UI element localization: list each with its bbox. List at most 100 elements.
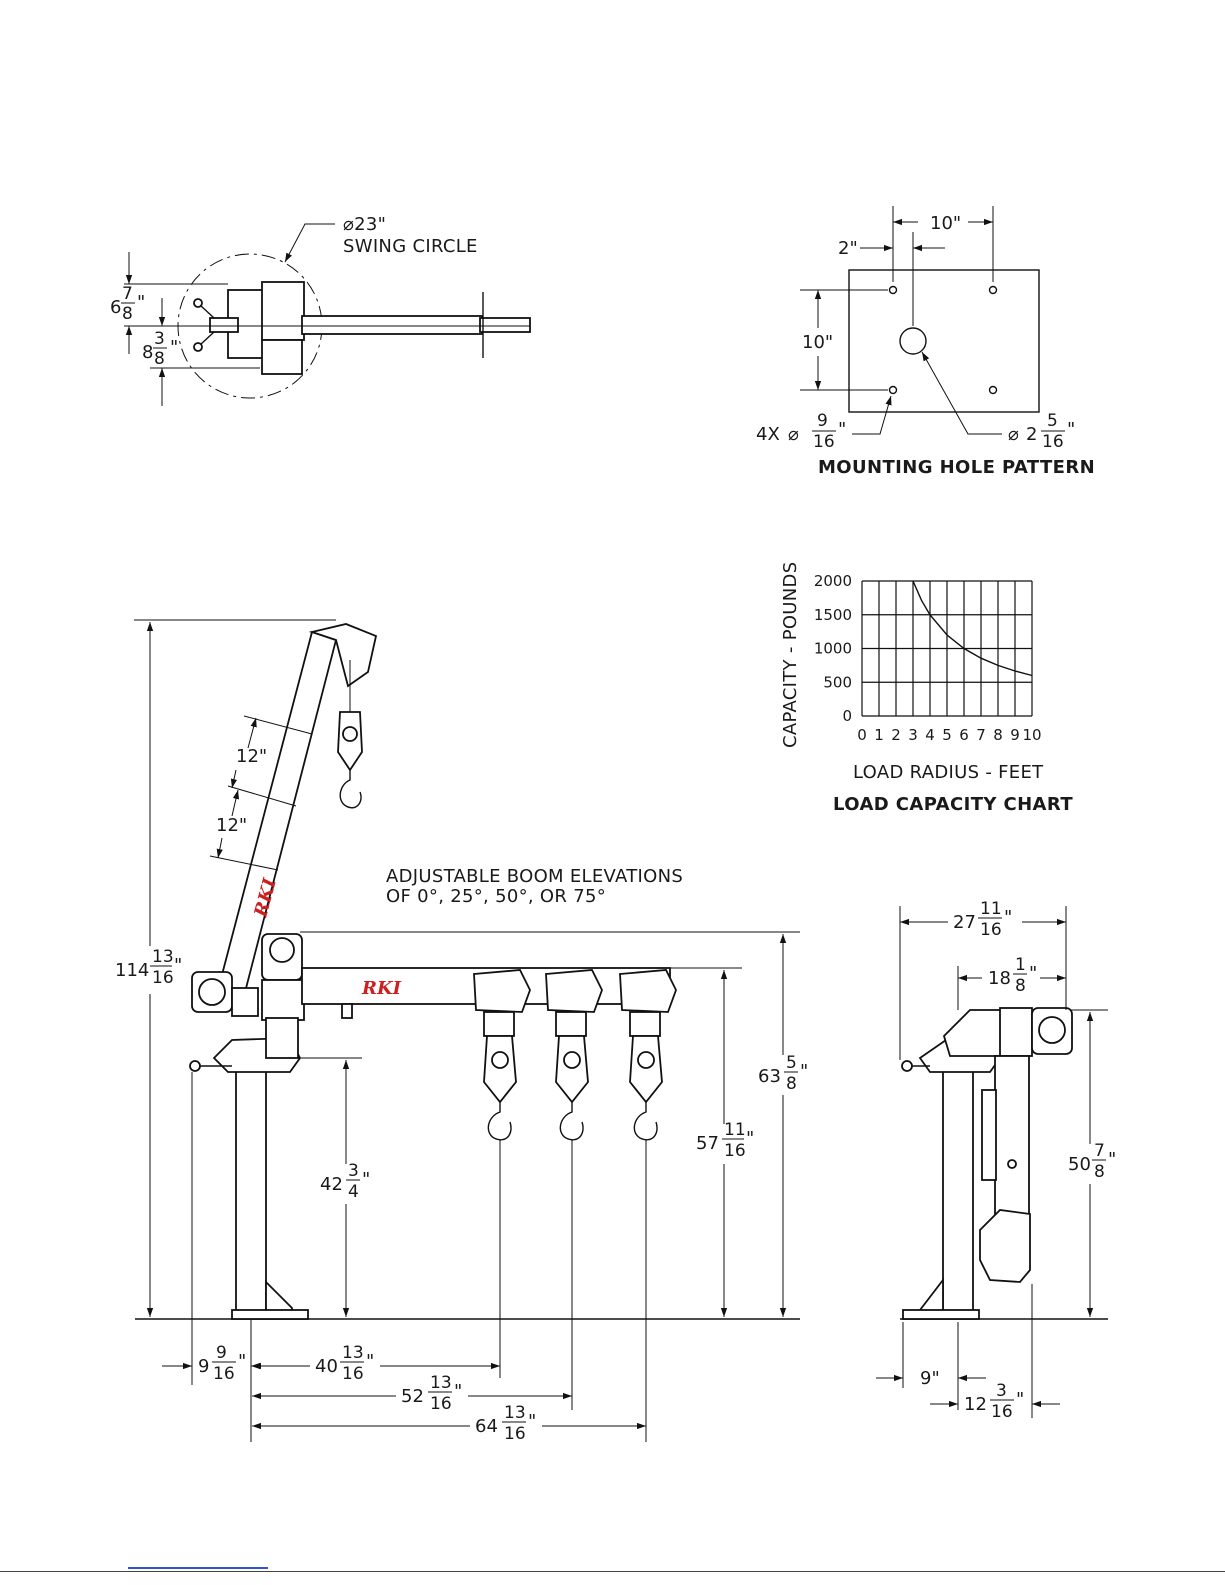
swing-circle-diameter: ⌀23"	[343, 214, 386, 235]
svg-text:12: 12	[964, 1394, 987, 1415]
svg-text:114: 114	[115, 960, 149, 981]
svg-text:8: 8	[1015, 976, 1026, 996]
elevated-motor	[231, 987, 259, 1017]
tip-position-3	[619, 969, 677, 1141]
svg-text:57: 57	[696, 1133, 719, 1154]
x-tick-4: 4	[925, 726, 935, 744]
tie-down-loop	[341, 1003, 353, 1019]
winch-body-top	[261, 281, 305, 341]
dim-end-offset: 12 3 16 "	[964, 1381, 1024, 1422]
svg-text:": "	[1029, 963, 1037, 984]
svg-text:3: 3	[996, 1381, 1007, 1401]
boom-segment-1: 12"	[236, 746, 267, 767]
y-tick-1500: 1500	[814, 606, 852, 624]
svg-text:4X: 4X	[756, 424, 780, 445]
end-winch	[999, 1007, 1033, 1057]
svg-text:": "	[238, 1351, 246, 1372]
svg-text:8: 8	[786, 1074, 797, 1094]
chart-title: LOAD CAPACITY CHART	[833, 794, 1073, 815]
dim-end-width-1: 27 11 16 "	[953, 899, 1012, 940]
svg-text:13: 13	[152, 947, 174, 967]
end-pin	[1007, 1159, 1017, 1169]
svg-text:16: 16	[724, 1141, 746, 1161]
svg-text:16: 16	[504, 1424, 526, 1444]
svg-text:": "	[528, 1411, 536, 1432]
svg-text:": "	[746, 1128, 754, 1149]
boom-extension-top	[479, 317, 531, 333]
svg-text:13: 13	[430, 1373, 452, 1393]
mounting-title: MOUNTING HOLE PATTERN	[818, 457, 1095, 478]
svg-text:50: 50	[1068, 1154, 1091, 1175]
capacity-curve	[912, 580, 1033, 677]
end-view: 27 11 16 " 18 1 8 " 50 7 8 " 9"	[876, 899, 1116, 1422]
bolt-hole-tr	[988, 285, 998, 295]
side-view: RKI RKI	[115, 619, 808, 1444]
svg-text:": "	[137, 292, 145, 313]
svg-text:": "	[800, 1061, 808, 1082]
svg-text:1: 1	[1015, 955, 1026, 975]
y-tick-500: 500	[823, 673, 852, 691]
x-tick-5: 5	[942, 726, 952, 744]
svg-text:16: 16	[430, 1394, 452, 1414]
end-base-plate	[902, 1309, 980, 1320]
end-boom-column	[994, 1055, 1030, 1225]
svg-text:": "	[362, 1169, 370, 1190]
svg-text:63: 63	[758, 1066, 781, 1087]
dim-end-base: 9"	[920, 1368, 940, 1389]
tip-position-1	[473, 969, 531, 1141]
bolt-hole-tl	[888, 285, 898, 295]
svg-text:⌀: ⌀	[788, 424, 799, 445]
handle-arm-b	[199, 331, 215, 346]
x-tick-9: 9	[1010, 726, 1020, 744]
mounting-top-dim: 10"	[930, 213, 961, 234]
dim-rear-offset: 9 9 16 "	[198, 1343, 246, 1384]
svg-text:16: 16	[342, 1364, 364, 1384]
dim-end-width-2: 18 1 8 "	[988, 955, 1037, 996]
mounting-plate	[848, 269, 1040, 413]
center-hole-leader	[921, 351, 1002, 435]
end-cylinder	[981, 1089, 997, 1181]
end-mast	[942, 1061, 974, 1317]
svg-text:7: 7	[122, 284, 133, 304]
svg-text:8: 8	[154, 349, 165, 369]
dim-radius-1: 40 13 16 "	[315, 1343, 374, 1384]
svg-text:18: 18	[988, 968, 1011, 989]
x-tick-6: 6	[959, 726, 969, 744]
svg-text:13: 13	[504, 1403, 526, 1423]
svg-text:": "	[838, 419, 846, 440]
mounting-offset-dim: 2"	[838, 238, 858, 259]
svg-text:8: 8	[1094, 1162, 1105, 1182]
dim-hook-height: 57 11 16 "	[696, 1120, 754, 1161]
svg-text:40: 40	[315, 1356, 338, 1377]
seg1-arrow-b	[230, 769, 238, 789]
center-hole-callout: ⌀ 2 5 16 "	[1008, 411, 1075, 452]
svg-text:5: 5	[1047, 411, 1058, 431]
ext-seg-c	[209, 855, 279, 871]
x-tick-2: 2	[891, 726, 901, 744]
x-tick-7: 7	[976, 726, 986, 744]
svg-text:": "	[174, 955, 182, 976]
swing-circle-leader	[284, 223, 335, 263]
elevated-winch-drum	[198, 978, 226, 1006]
holes-leader	[852, 395, 892, 435]
svg-text:3: 3	[348, 1161, 359, 1181]
boom-elevation-note-2: OF 0°, 25°, 50°, OR 75°	[386, 886, 606, 907]
svg-text:5: 5	[786, 1053, 797, 1073]
y-tick-0: 0	[842, 707, 852, 725]
svg-text:42: 42	[320, 1174, 343, 1195]
svg-text:16: 16	[1042, 432, 1064, 452]
bolt-hole-br	[988, 385, 998, 395]
svg-text:": "	[1067, 419, 1075, 440]
mast-base-plate	[231, 1309, 309, 1320]
elevated-hook	[339, 770, 362, 809]
svg-text:16: 16	[152, 968, 174, 988]
page-footer-link-underline[interactable]	[128, 1567, 268, 1569]
swing-circle-label: SWING CIRCLE	[343, 236, 478, 257]
x-tick-8: 8	[993, 726, 1003, 744]
dim-end-height: 50 7 8 "	[1068, 1141, 1116, 1182]
svg-text:": "	[366, 1351, 374, 1372]
